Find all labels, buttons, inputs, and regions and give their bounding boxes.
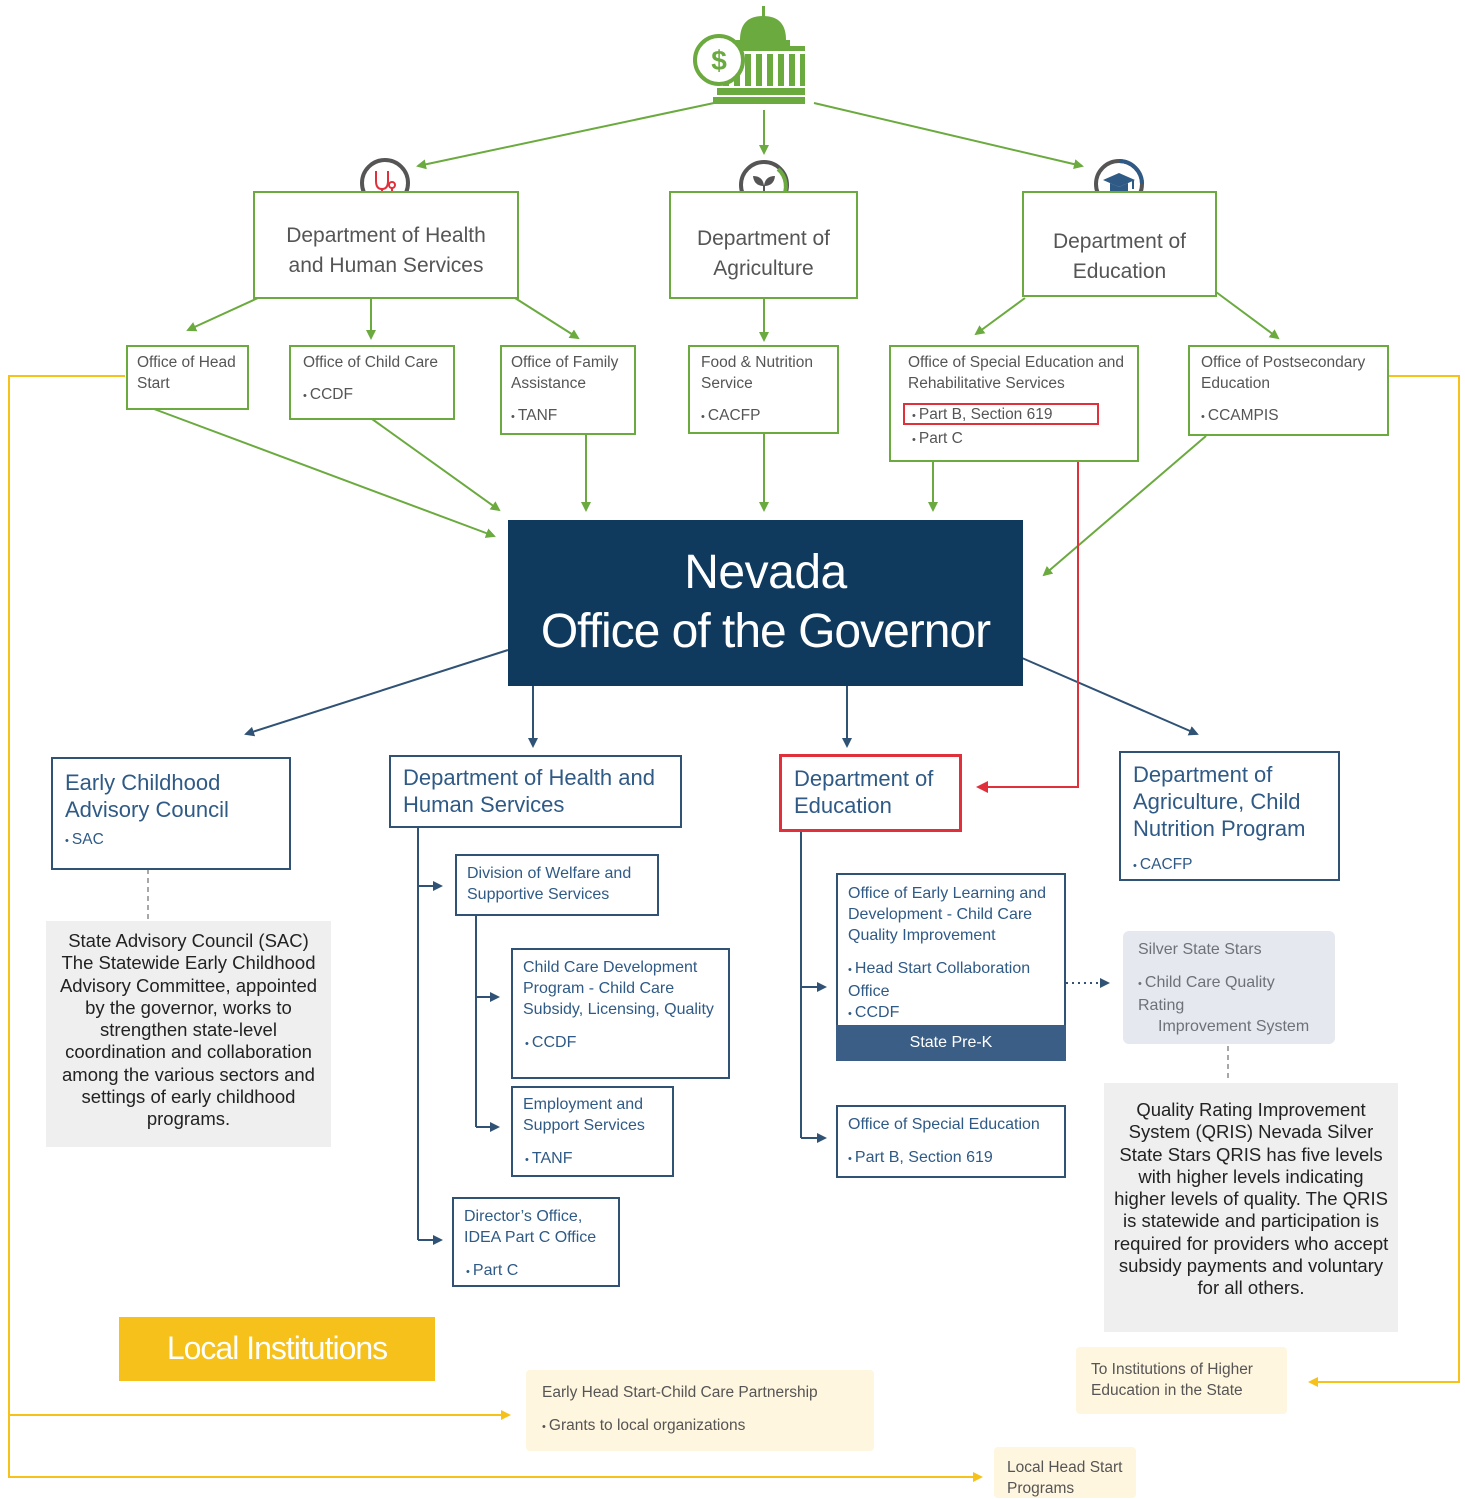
- qris-note: Quality Rating Improvement System (QRIS)…: [1104, 1083, 1398, 1332]
- director-office-box: Director’s Office, IDEA Part C Office Pa…: [452, 1197, 620, 1287]
- state-education-box: Department of Education: [779, 754, 962, 832]
- early-learning-title: Office of Early Learning and Development…: [848, 885, 1047, 944]
- ehs-partnership-box: Early Head Start-Child Care Partnership …: [526, 1370, 874, 1451]
- federal-hhs-box: Department of Health and Human Services: [253, 191, 519, 299]
- office-head-start-title: Office of Head Start: [137, 354, 236, 392]
- office-child-care-item: CCDF: [291, 373, 453, 407]
- office-head-start-box: Office of Head Start: [126, 345, 249, 410]
- ecac-box: Early Childhood Advisory Council SAC: [51, 757, 291, 870]
- state-agriculture-title: Department of Agriculture, Child Nutriti…: [1133, 762, 1306, 841]
- higher-ed-title: To Institutions of Higher Education in t…: [1091, 1361, 1253, 1399]
- local-head-start-box: Local Head Start Programs: [994, 1447, 1136, 1498]
- silver-state-item-line2: Improvement System: [1158, 1018, 1310, 1035]
- state-hhs-title: Department of Health and Human Services: [403, 765, 655, 817]
- office-family-assistance-title: Office of Family Assistance: [511, 354, 619, 392]
- director-office-title: Director’s Office, IDEA Part C Office: [464, 1208, 597, 1246]
- food-nutrition-box: Food & Nutrition Service CACFP: [688, 345, 839, 434]
- office-child-care-box: Office of Child Care CCDF: [289, 345, 455, 420]
- ecac-title: Early Childhood Advisory Council: [65, 770, 229, 822]
- office-family-assistance-box: Office of Family Assistance TANF: [500, 345, 636, 435]
- part-c-item: Part C: [891, 425, 1137, 451]
- office-special-ed-state-item: Part B, Section 619: [838, 1135, 1064, 1170]
- federal-education-box: Department of Education: [1022, 191, 1217, 297]
- sac-note: State Advisory Council (SAC) The Statewi…: [46, 921, 331, 1147]
- office-postsecondary-item: CCAMPIS: [1190, 394, 1387, 428]
- office-postsecondary-box: Office of Postsecondary Education CCAMPI…: [1188, 345, 1389, 436]
- office-special-ed-title: Office of Special Education and Rehabili…: [908, 354, 1124, 392]
- office-special-ed-box: Office of Special Education and Rehabili…: [889, 345, 1139, 462]
- ehs-partnership-title: Early Head Start-Child Care Partnership: [542, 1384, 818, 1401]
- sac-note-text: State Advisory Council (SAC) The Statewi…: [59, 930, 318, 1130]
- svg-text:$: $: [711, 45, 727, 76]
- governor-line2: Office of the Governor: [540, 605, 991, 658]
- ecac-item: SAC: [53, 823, 289, 852]
- qris-note-text: Quality Rating Improvement System (QRIS)…: [1113, 1099, 1389, 1299]
- federal-hhs-title: Department of Health and Human Services: [286, 224, 486, 277]
- welfare-division-title: Division of Welfare and Supportive Servi…: [467, 865, 632, 903]
- office-postsecondary-title: Office of Postsecondary Education: [1201, 354, 1366, 392]
- local-institutions-label: Local Institutions: [166, 1330, 388, 1366]
- office-family-assistance-item: TANF: [502, 394, 634, 428]
- federal-agriculture-box: Department of Agriculture: [669, 191, 858, 299]
- state-agriculture-box: Department of Agriculture, Child Nutriti…: [1119, 751, 1340, 881]
- silver-state-stars-box: Silver State Stars • Child Care Quality …: [1123, 931, 1335, 1044]
- early-learning-box: Office of Early Learning and Development…: [836, 873, 1066, 1061]
- state-hhs-box: Department of Health and Human Services: [389, 755, 682, 828]
- ehs-partnership-item: Grants to local organizations: [542, 1403, 858, 1438]
- office-child-care-title: Office of Child Care: [303, 354, 438, 371]
- office-special-ed-state-box: Office of Special Education Part B, Sect…: [836, 1105, 1066, 1178]
- employment-title: Employment and Support Services: [523, 1096, 645, 1134]
- ccdp-box: Child Care Development Program - Child C…: [511, 948, 730, 1079]
- director-office-item: Part C: [454, 1248, 618, 1283]
- silver-state-item: • Child Care Quality Rating: [1138, 974, 1275, 1014]
- ccdp-title: Child Care Development Program - Child C…: [523, 959, 714, 1018]
- employment-box: Employment and Support Services TANF: [511, 1086, 674, 1177]
- federal-education-title: Department of Education: [1052, 230, 1187, 283]
- state-pre-k-band: State Pre-K: [836, 1025, 1066, 1061]
- governor-line1: Nevada: [684, 546, 847, 599]
- employment-item: TANF: [513, 1136, 672, 1171]
- early-learning-ccdf-item: CCDF: [838, 1002, 1064, 1025]
- federal-agriculture-title: Department of Agriculture: [696, 227, 831, 280]
- governor-office-box: Nevada Office of the Governor: [508, 520, 1023, 686]
- head-start-collab-item: Head Start Collaboration Office: [838, 946, 1064, 1002]
- silver-state-item-line1: Child Care Quality Rating: [1138, 974, 1275, 1014]
- office-special-ed-state-title: Office of Special Education: [848, 1116, 1040, 1133]
- higher-ed-box: To Institutions of Higher Education in t…: [1076, 1347, 1287, 1414]
- state-agriculture-item: CACFP: [1121, 842, 1338, 877]
- food-nutrition-title: Food & Nutrition Service: [701, 354, 813, 392]
- local-head-start-title: Local Head Start Programs: [1007, 1459, 1123, 1497]
- part-b-highlight: Part B, Section 619: [903, 403, 1099, 425]
- ccdp-item: CCDF: [513, 1020, 728, 1055]
- welfare-division-box: Division of Welfare and Supportive Servi…: [455, 854, 659, 916]
- silver-state-title: Silver State Stars: [1138, 941, 1262, 958]
- state-education-title: Department of Education: [794, 766, 934, 818]
- food-nutrition-item: CACFP: [690, 394, 837, 428]
- capitol-dollar-icon: $: [690, 4, 806, 108]
- local-institutions-header: Local Institutions: [119, 1317, 435, 1381]
